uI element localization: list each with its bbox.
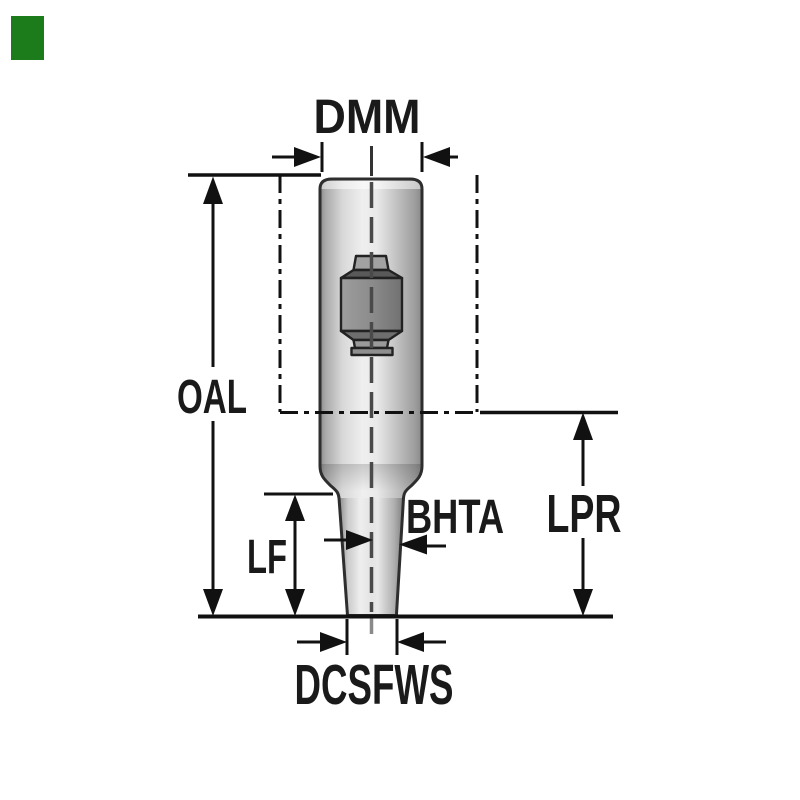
bhta-callout: BHTA	[324, 491, 504, 555]
stock-status-badge	[11, 16, 44, 60]
lf-label: LF	[247, 531, 287, 584]
lpr-arrow-up	[573, 412, 593, 440]
screw-bottom-lip	[350, 346, 394, 357]
reference-lines	[188, 173, 618, 619]
lf-arrow-up	[285, 494, 305, 521]
dmm-arrow-left	[294, 147, 321, 167]
dcsfws-label: DCSFWS	[295, 653, 454, 717]
oal-arrow-down	[203, 589, 223, 616]
lpr-dimension: LPR	[547, 412, 622, 616]
oal-arrow-up	[203, 176, 223, 204]
bhta-label: BHTA	[406, 491, 504, 544]
dmm-label: DMM	[314, 91, 421, 144]
dcsfws-arrow-right	[397, 632, 424, 652]
lpr-label: LPR	[547, 484, 622, 544]
dcsfws-dimension: DCSFWS	[295, 619, 454, 717]
dcsfws-arrow-left	[320, 632, 347, 652]
bhta-arrow-right	[399, 534, 427, 555]
oal-label: OAL	[177, 371, 247, 424]
lf-dimension: LF	[247, 492, 333, 616]
bhta-arrow-left	[346, 530, 373, 550]
lf-arrow-down	[285, 589, 305, 616]
dmm-dimension: DMM	[272, 91, 458, 172]
lpr-arrow-down	[573, 589, 593, 616]
dmm-arrow-right	[423, 147, 450, 167]
oal-dimension: OAL	[177, 176, 247, 616]
